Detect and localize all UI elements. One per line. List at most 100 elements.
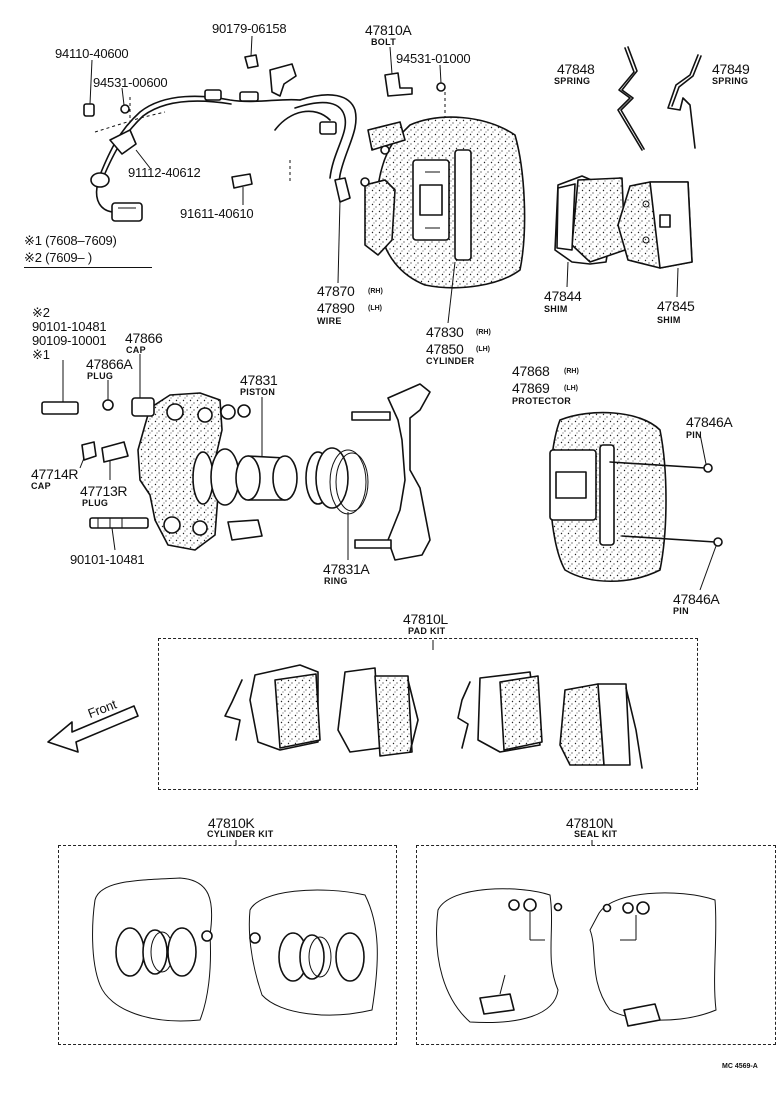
anti-rattle-spring — [387, 383, 431, 561]
label-47868: 47868 — [512, 363, 550, 379]
bleeder-pin — [227, 519, 263, 541]
front-arrow-icon — [47, 705, 139, 753]
caliper-body — [137, 392, 223, 551]
washer-94531b — [436, 82, 446, 92]
spring-47849 — [667, 54, 699, 149]
label-47869: 47869 — [512, 380, 550, 396]
bolt-91611 — [231, 173, 253, 189]
washer-94531a — [120, 104, 130, 114]
label-47845: 47845 — [657, 298, 695, 314]
label-47844: 47844 — [544, 288, 582, 304]
label-90179-06158: 90179-06158 — [212, 21, 287, 36]
label-47848: 47848 — [557, 61, 595, 77]
note-2: ※2 (7609– ) — [24, 250, 92, 265]
wire-bracket — [269, 63, 297, 97]
label-91611-40610: 91611-40610 — [180, 206, 254, 221]
label-lh-47850: (LH) — [476, 346, 490, 353]
wire-harness — [90, 63, 446, 222]
label-90101-10481-top: 90101-10481 — [32, 319, 107, 334]
wire-grommet — [90, 172, 110, 188]
pin-47846A-top — [609, 461, 706, 469]
pad-kit-frame — [158, 638, 698, 790]
brake-pad-shim-47844 — [554, 175, 626, 265]
spring-tab-top — [351, 411, 391, 421]
label-cap-47714R: CAP — [31, 481, 51, 491]
brake-pad-shim-47845 — [617, 181, 693, 269]
leader-lines — [62, 35, 717, 846]
piston-47831 — [192, 448, 298, 506]
label-47714R: 47714R — [31, 466, 79, 482]
label-47831A: 47831A — [323, 561, 370, 577]
label-ring: RING — [324, 576, 348, 586]
label-cylinder-kit: CYLINDER KIT — [207, 829, 274, 839]
label-90101-10481-bottom: 90101-10481 — [70, 552, 145, 567]
note-2-underline — [24, 267, 152, 268]
clip-90179 — [244, 54, 259, 69]
label-47866A: 47866A — [86, 356, 133, 372]
spring-47848 — [617, 47, 643, 151]
seal-ring-small — [220, 404, 236, 420]
label-pin-top: PIN — [686, 430, 702, 440]
label-47810K: 47810K — [208, 815, 255, 831]
label-47890: 47890 — [317, 300, 355, 316]
label-47870: 47870 — [317, 283, 355, 299]
bolt-47810A — [384, 72, 413, 97]
cap-47866 — [131, 397, 155, 417]
label-94531-00600: 94531-00600 — [93, 75, 168, 90]
label-94531-01000: 94531-01000 — [396, 51, 471, 66]
label-rh-47870: (RH) — [368, 288, 383, 295]
label-bolt: BOLT — [371, 37, 397, 47]
caliper-cylinder — [360, 116, 526, 289]
label-47850: 47850 — [426, 341, 464, 357]
grommet-2 — [239, 91, 259, 102]
label-spring-47848: SPRING — [554, 76, 591, 86]
label-47830: 47830 — [426, 324, 464, 340]
wire-connector — [111, 202, 143, 222]
label-94110-40600: 94110-40600 — [55, 46, 129, 61]
label-47849: 47849 — [712, 61, 750, 77]
label-spring-47849: SPRING — [712, 76, 749, 86]
label-plug-47713R: PLUG — [82, 498, 109, 508]
bolt-90101-bottom — [89, 517, 149, 529]
label-91112-40612: 91112-40612 — [128, 165, 201, 180]
label-47831: 47831 — [240, 372, 278, 388]
nut-94110 — [83, 103, 95, 117]
label-cap-47866: CAP — [126, 345, 146, 355]
protector-47868 — [549, 411, 667, 582]
label-cylinder: CYLINDER — [426, 356, 475, 366]
grommet-1 — [204, 89, 222, 101]
mark-2: ※2 — [32, 305, 50, 320]
label-90109-10001: 90109-10001 — [32, 333, 107, 348]
label-47810L: 47810L — [403, 611, 448, 627]
label-47846A-top: 47846A — [686, 414, 733, 430]
label-lh-47869: (LH) — [564, 385, 578, 392]
wire-sensor-tip — [334, 177, 351, 203]
label-47866: 47866 — [125, 330, 163, 346]
label-protector: PROTECTOR — [512, 396, 572, 406]
ring-47831A — [305, 447, 369, 515]
pad-kit-contents — [224, 664, 643, 769]
note-1: ※1 (7608–7609) — [24, 233, 117, 248]
plug-47713R — [101, 441, 129, 463]
label-wire: WIRE — [317, 316, 342, 326]
label-47713R: 47713R — [80, 483, 128, 499]
cylinder-kit-frame — [58, 845, 397, 1045]
label-shim-47845: SHIM — [657, 315, 681, 325]
cap-47714R — [81, 441, 97, 461]
label-47810A: 47810A — [365, 22, 412, 38]
cylinder-kit-contents — [92, 877, 378, 1022]
label-piston: PISTON — [240, 387, 276, 397]
plug-47866A — [102, 399, 114, 411]
label-plug-47866A: PLUG — [87, 371, 114, 381]
label-rh-47830: (RH) — [476, 329, 491, 336]
wire-clamp — [109, 129, 137, 155]
label-seal-kit: SEAL KIT — [574, 829, 618, 839]
footer-code: MC 4569-A — [722, 1063, 758, 1070]
label-47846A-bottom: 47846A — [673, 591, 720, 607]
mark-1: ※1 — [32, 347, 50, 362]
label-47810N: 47810N — [566, 815, 614, 831]
label-rh-47868: (RH) — [564, 368, 579, 375]
pin-47846A-bottom — [621, 535, 716, 543]
label-shim-47844: SHIM — [544, 304, 568, 314]
